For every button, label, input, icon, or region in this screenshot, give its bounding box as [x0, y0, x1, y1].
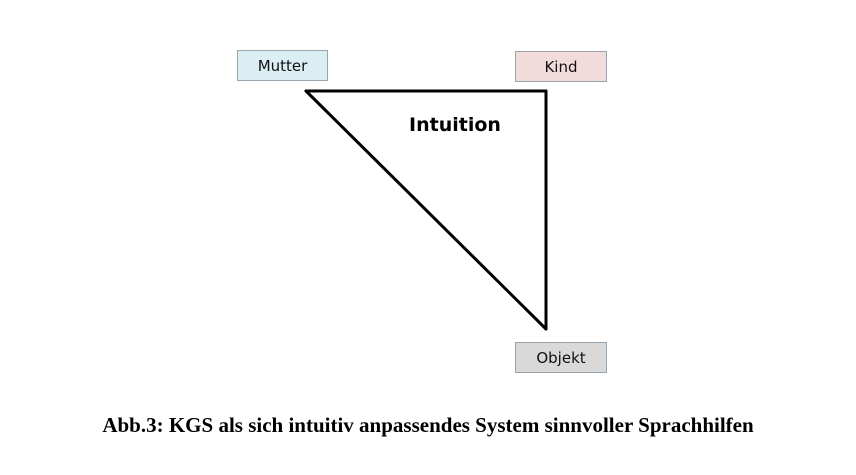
- node-mutter: Mutter: [237, 50, 328, 81]
- center-label-intuition: Intuition: [409, 114, 501, 136]
- figure-caption: Abb.3: KGS als sich intuitiv anpassendes…: [102, 413, 754, 437]
- node-kind: Kind: [515, 51, 607, 82]
- edge-objekt-mutter: [304, 89, 548, 331]
- node-objekt: Objekt: [515, 342, 607, 373]
